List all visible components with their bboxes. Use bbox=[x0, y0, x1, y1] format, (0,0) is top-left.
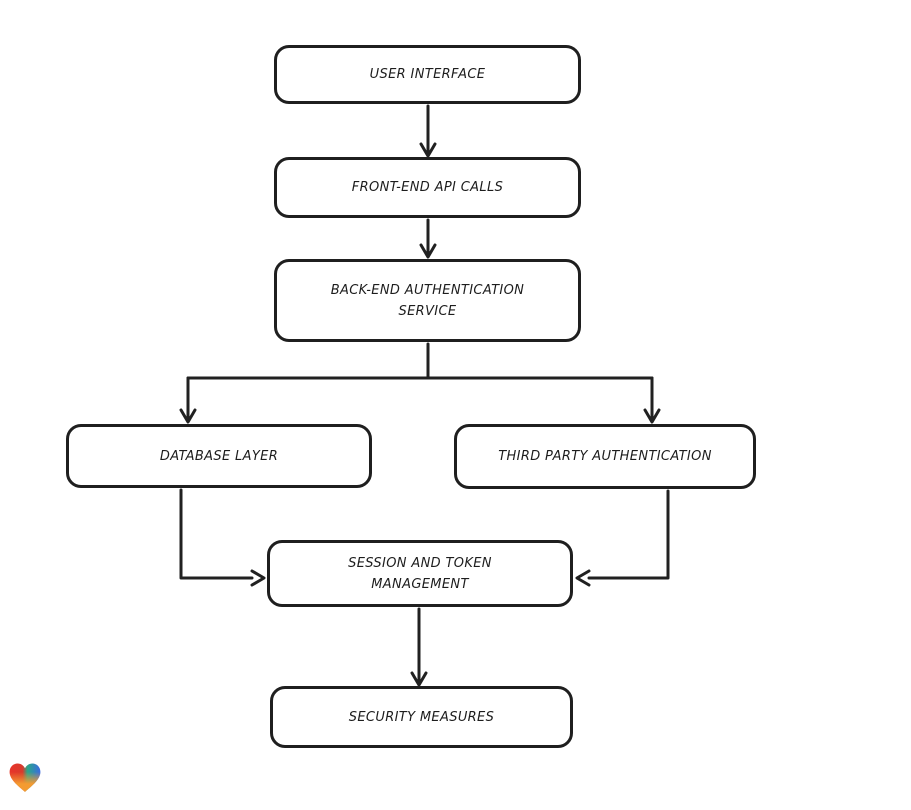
node-session-and-token-management: SESSION AND TOKEN MANAGEMENT bbox=[267, 540, 573, 607]
node-security-measures: SECURITY MEASURES bbox=[270, 686, 573, 748]
edge-frontend-to-backend bbox=[419, 218, 437, 259]
node-label-line-1: SESSION AND TOKEN bbox=[348, 555, 492, 571]
edge-session-to-security bbox=[410, 607, 428, 687]
node-label: USER INTERFACE bbox=[369, 67, 486, 82]
node-third-party-authentication: THIRD PARTY AUTHENTICATION bbox=[454, 424, 756, 489]
heart-logo-icon bbox=[8, 761, 42, 794]
node-front-end-api-calls: FRONT-END API CALLS bbox=[274, 157, 581, 218]
node-back-end-authentication-service: BACK-END AUTHENTICATION SERVICE bbox=[274, 259, 581, 342]
node-label-line-1: BACK-END AUTHENTICATION bbox=[330, 282, 525, 298]
edge-backend-to-database bbox=[179, 376, 197, 424]
edge-thirdparty-to-session bbox=[575, 489, 670, 587]
edge-backend-to-thirdparty bbox=[643, 376, 661, 424]
edge-ui-to-frontend bbox=[419, 104, 437, 158]
node-label: DATABASE LAYER bbox=[159, 448, 279, 464]
node-database-layer: DATABASE LAYER bbox=[66, 424, 372, 488]
node-label-line-2: SERVICE bbox=[398, 303, 457, 319]
node-user-interface: USER INTERFACE bbox=[274, 45, 581, 104]
node-label: THIRD PARTY AUTHENTICATION bbox=[498, 449, 712, 464]
edge-backend-split bbox=[186, 342, 654, 380]
node-label: SECURITY MEASURES bbox=[348, 709, 495, 725]
node-label: FRONT-END API CALLS bbox=[351, 180, 504, 195]
edge-database-to-session bbox=[179, 488, 266, 587]
node-label-line-2: MANAGEMENT bbox=[371, 576, 469, 592]
